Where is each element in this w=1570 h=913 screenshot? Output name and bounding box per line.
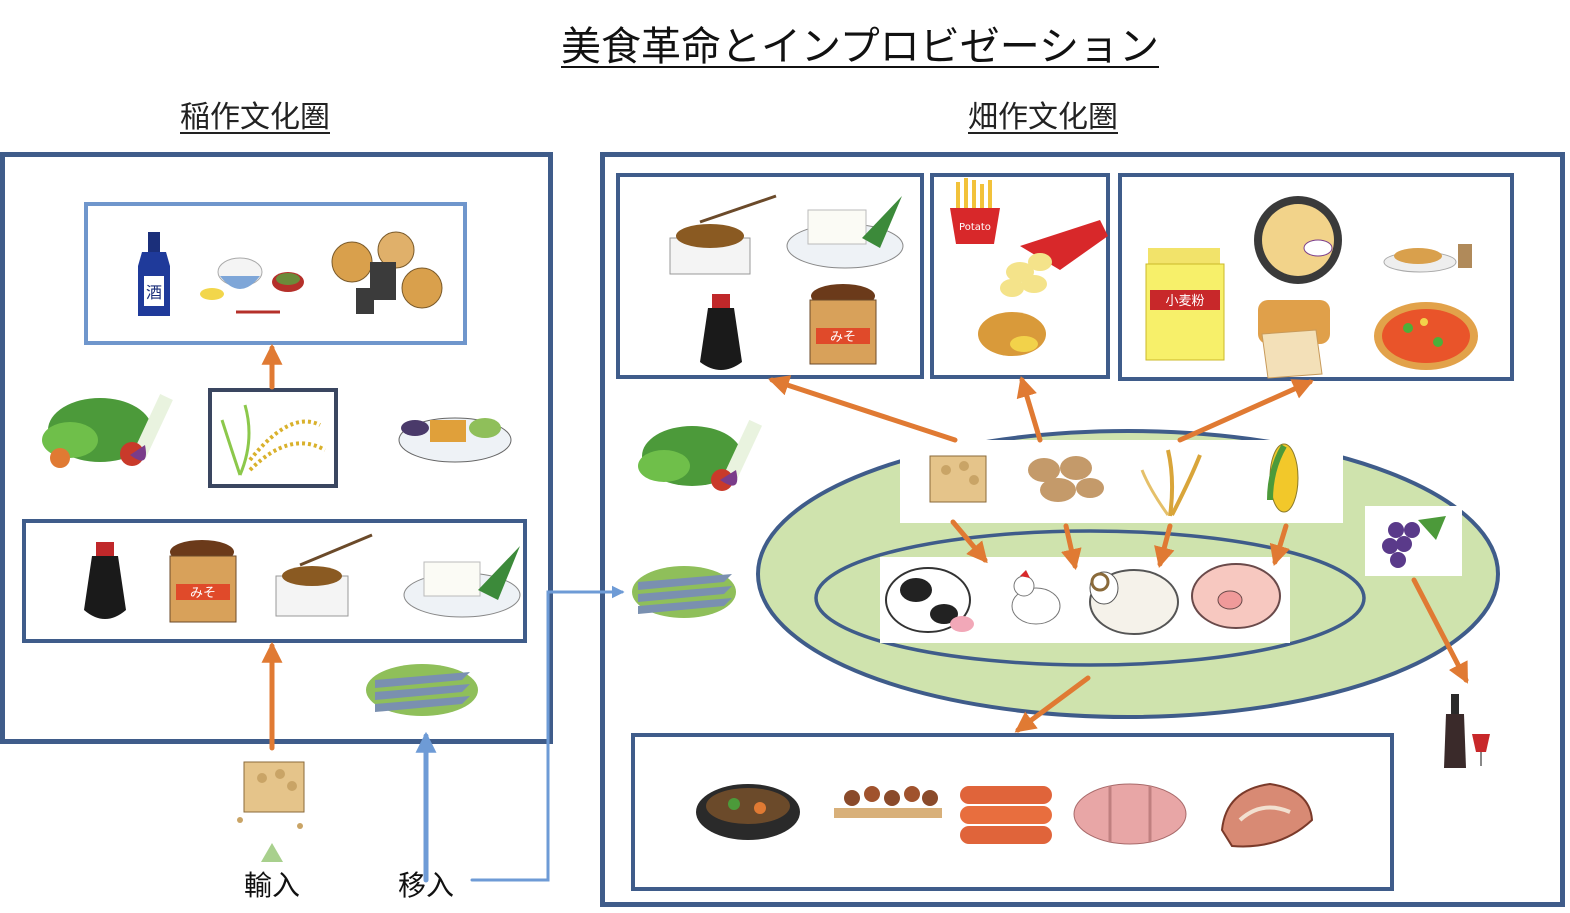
rice-derived-foods-box	[84, 202, 467, 345]
yakitori-skewers-icon	[834, 786, 942, 818]
left-region-heading: 稲作文化圏	[180, 100, 330, 135]
arrow-transfer-to-field	[470, 585, 625, 882]
vegetables-icon-left	[42, 394, 173, 468]
arrow-corn-to-pig	[1269, 523, 1290, 567]
potato-box-label: Potato	[959, 222, 991, 233]
right-region-heading: 畑作文化圏	[968, 100, 1118, 135]
sheep-icon	[1089, 569, 1179, 635]
diagram-title: 美食革命とインプロビゼーション	[561, 24, 1159, 70]
sake-bottle-icon: 酒	[138, 232, 170, 316]
udon-bowl-icon	[1254, 196, 1342, 284]
potatoes-icon	[1028, 456, 1104, 502]
tofu-icon-left	[403, 546, 521, 618]
arrow-potato-to-potatofoods	[1016, 375, 1043, 443]
meat-products-box	[631, 733, 1394, 891]
pig-icon	[1191, 563, 1281, 629]
pickles-plate-icon	[398, 417, 512, 463]
arrow-grapes-to-wine	[1411, 577, 1469, 684]
field-culture-frame	[600, 152, 1565, 907]
sausages-icon	[960, 786, 1052, 844]
grapes-icon	[1382, 516, 1446, 568]
soy-foods-box-left	[22, 519, 527, 643]
import-label: 輸入	[244, 869, 301, 902]
potato-chips-icon	[1000, 220, 1108, 297]
french-fries-icon: Potato	[950, 178, 1000, 244]
pizza-icon	[1374, 302, 1478, 370]
import-marker-triangle	[261, 843, 283, 862]
arrow-wheat-to-wheatfoods	[1177, 379, 1314, 443]
soy-sauce-icon-right	[700, 294, 742, 370]
natto-icon-right	[669, 194, 777, 275]
corn-icon	[1267, 443, 1299, 513]
rice-plant-box	[208, 388, 338, 488]
soybean-box-icon-right	[929, 455, 987, 503]
rice-plant-icon	[220, 404, 326, 476]
chicken-icon	[1011, 570, 1061, 625]
tofu-icon-right	[786, 196, 904, 269]
saury-icon-left	[366, 664, 478, 716]
saury-icon-right	[632, 566, 736, 618]
miso-label-left: みそ	[190, 586, 216, 601]
rice-meal-icon	[200, 257, 304, 314]
wheat-icon	[1140, 449, 1202, 517]
soybean-box-icon-left	[237, 761, 305, 829]
sake-label: 酒	[146, 283, 162, 302]
ham-icon	[1073, 783, 1187, 845]
grilled-meat-pan-icon	[696, 784, 800, 840]
miso-label-right: みそ	[830, 330, 856, 345]
natto-icon-left	[275, 533, 373, 617]
arrow-potato-to-chicken	[1061, 523, 1082, 571]
bread-loaf-icon	[1258, 300, 1330, 379]
rice-cracker-icon	[331, 231, 443, 314]
pasta-plate-icon	[1383, 244, 1472, 273]
wine-bottle-icon	[1444, 694, 1490, 768]
soy-sauce-icon-left	[84, 542, 126, 619]
vegetables-icon-right	[638, 419, 763, 491]
arrow-soy-to-soyfoods	[768, 375, 958, 443]
croquette-icon	[978, 312, 1046, 356]
arrow-livestock-to-meat	[1014, 675, 1091, 733]
rice-culture-frame	[0, 152, 553, 744]
miso-barrel-icon-right: みそ	[809, 284, 877, 365]
wheat-foods-box	[1118, 173, 1514, 381]
cow-icon	[885, 567, 974, 633]
flour-bag-label: 小麦粉	[1165, 294, 1204, 309]
flour-bag-icon: 小麦粉	[1145, 248, 1225, 361]
arrow-wheat-to-sheep	[1154, 523, 1175, 569]
arrow-soy-to-cow	[950, 519, 988, 564]
miso-barrel-icon-left: みそ	[169, 540, 237, 623]
raw-meat-icon	[1220, 782, 1314, 848]
